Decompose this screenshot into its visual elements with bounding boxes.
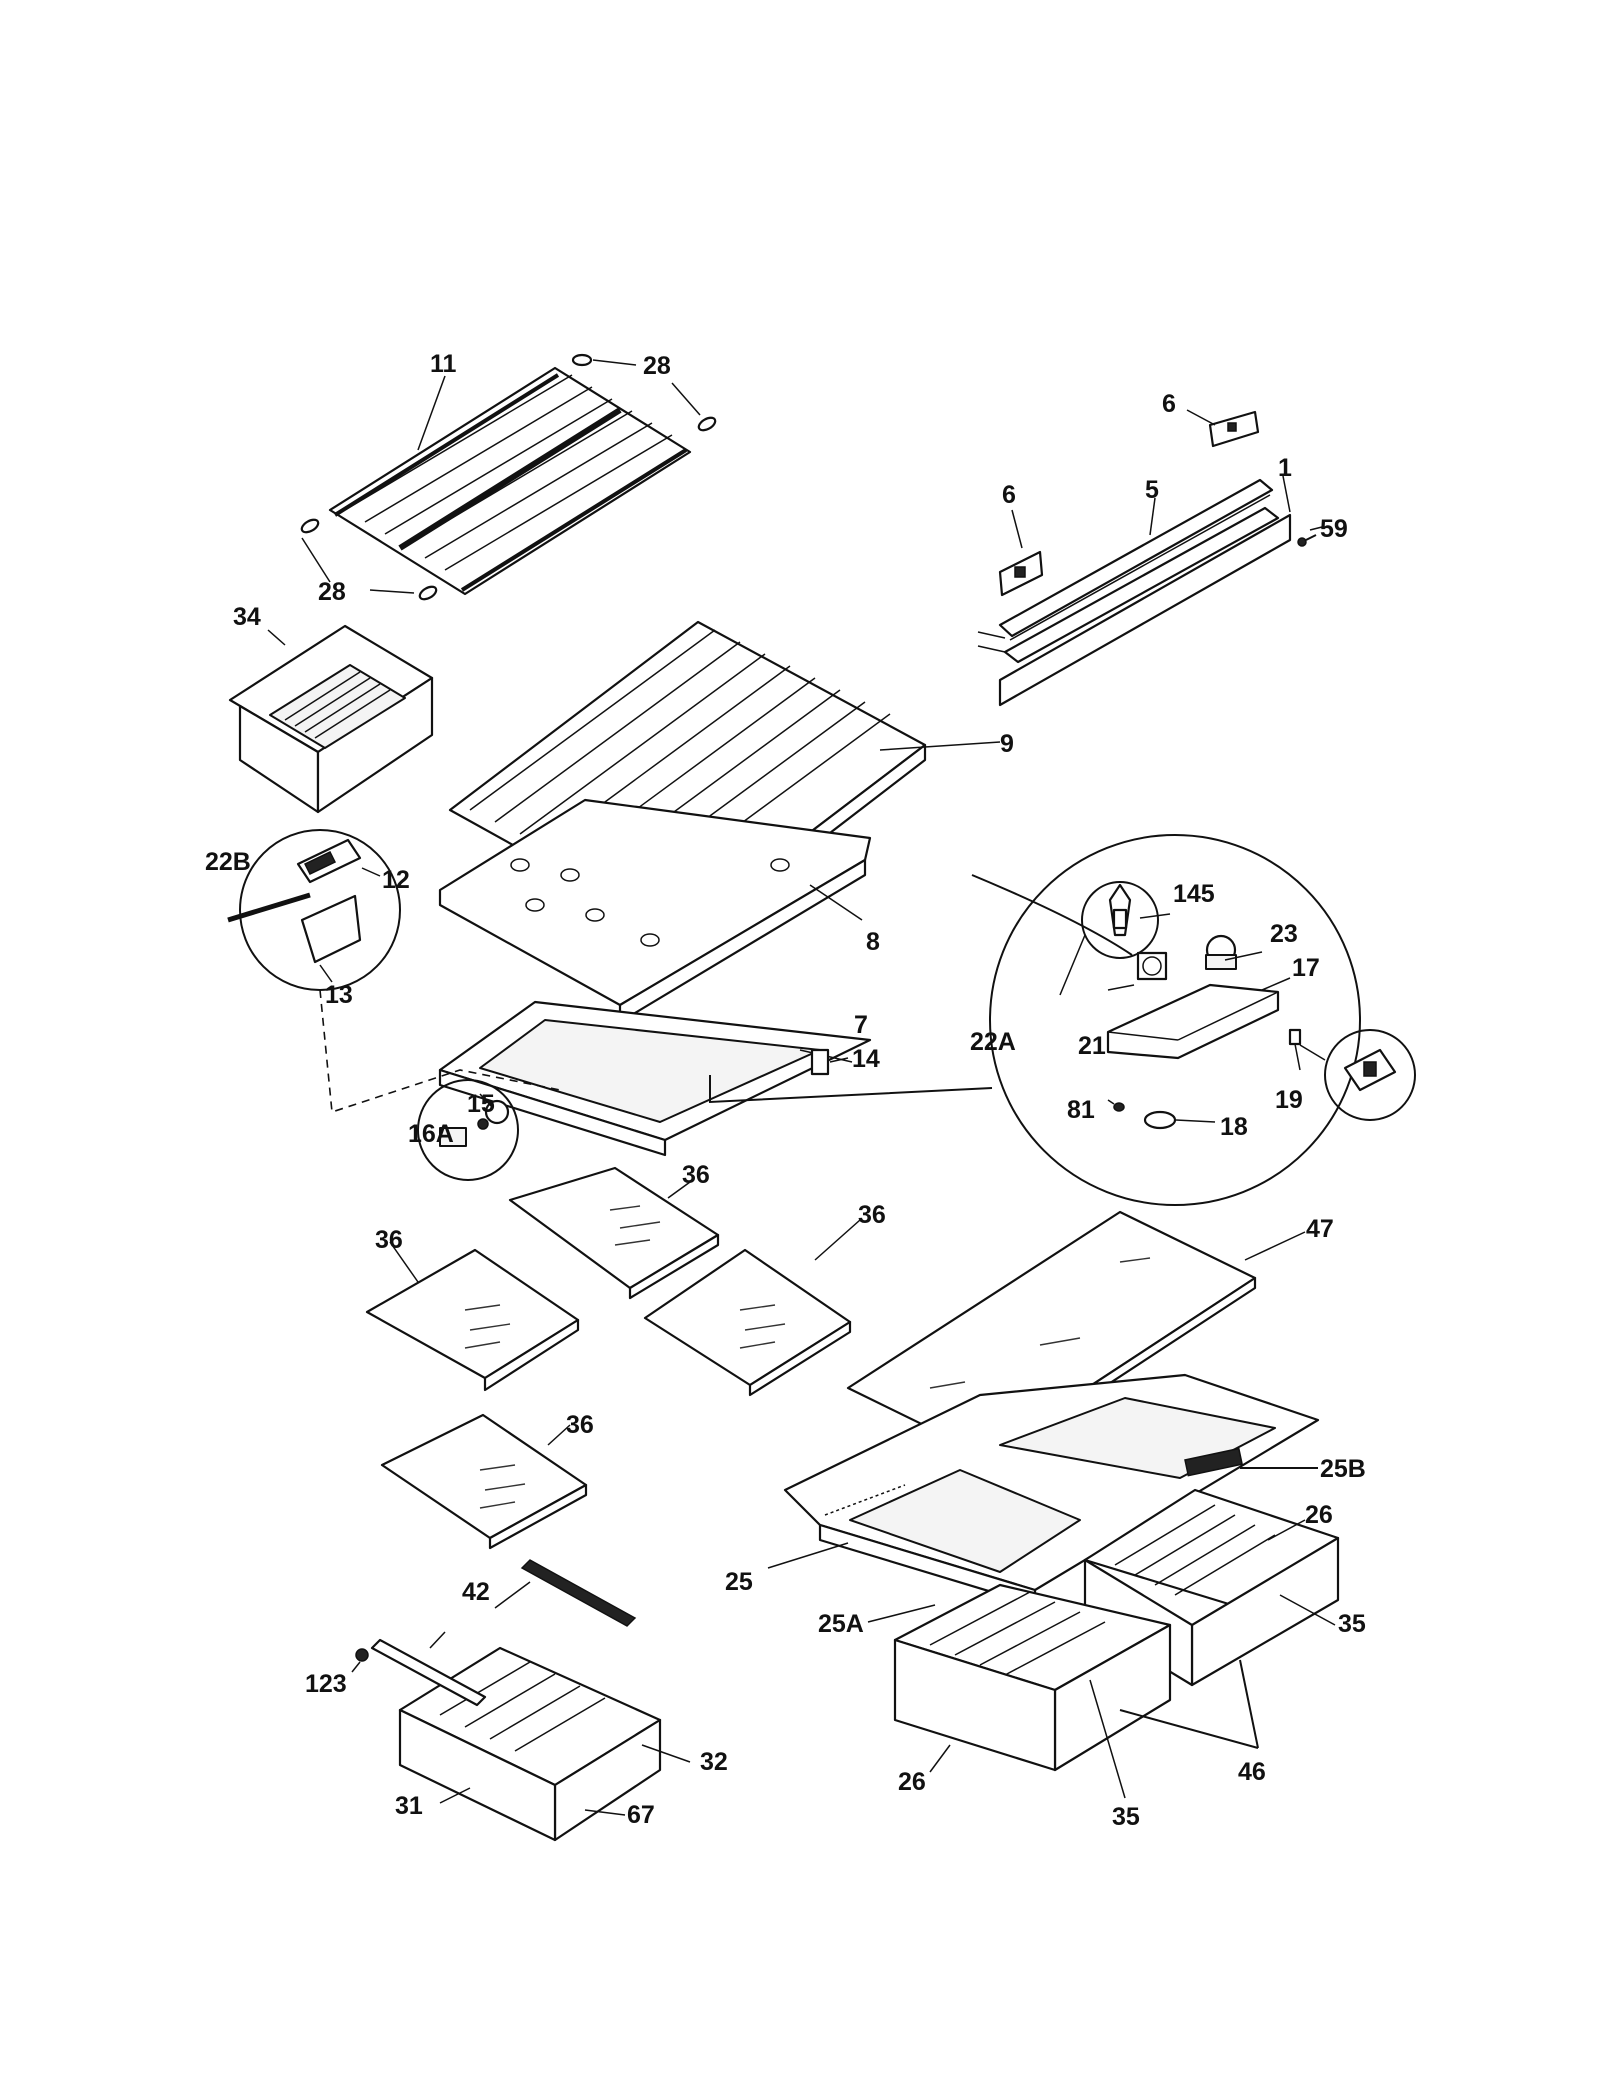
label-11: 11 [430, 350, 457, 378]
link-line-right [709, 1075, 993, 1104]
label-14: 14 [852, 1045, 880, 1073]
tray-8 [438, 798, 872, 1024]
label-22a: 22A [970, 1028, 1016, 1056]
lower-drawer-31 [398, 1646, 691, 1842]
screw-59 [1297, 534, 1317, 547]
label-25: 25 [725, 1568, 753, 1596]
label-6-left: 6 [1002, 481, 1016, 509]
detail-circle-light [417, 1079, 519, 1181]
crisper-frame-25 [767, 1373, 1320, 1623]
label-26-left: 26 [898, 1768, 926, 1796]
label-25a: 25A [818, 1610, 864, 1638]
label-36-left: 36 [375, 1226, 403, 1254]
label-59: 59 [1320, 515, 1348, 543]
part-14 [810, 1048, 849, 1076]
rail-42 [370, 1631, 487, 1707]
control-strip-5 [977, 478, 1292, 707]
label-23: 23 [1270, 920, 1298, 948]
label-26-right: 26 [1305, 1501, 1333, 1529]
label-7: 7 [854, 1011, 868, 1039]
label-35-right: 35 [1338, 1610, 1366, 1638]
label-22b: 22B [205, 848, 251, 876]
label-67: 67 [627, 1801, 655, 1829]
shelf-clips-28 [300, 353, 717, 601]
label-6-top: 6 [1162, 390, 1176, 418]
label-81: 81 [1067, 1096, 1095, 1124]
glass-shelf-36-right [643, 1219, 861, 1397]
bar-42 [494, 1559, 637, 1627]
label-35-left: 35 [1112, 1803, 1140, 1831]
label-17: 17 [1292, 954, 1320, 982]
label-8: 8 [866, 928, 880, 956]
detail-circle-right [971, 834, 1361, 1206]
label-18: 18 [1220, 1113, 1248, 1141]
label-34: 34 [233, 603, 261, 631]
bracket-6-top [1208, 410, 1260, 448]
part-labels: 11 28 28 34 9 22B 12 13 8 7 14 15 16A 6 … [205, 350, 1366, 1831]
label-1: 1 [1278, 454, 1292, 482]
label-16a: 16A [408, 1120, 454, 1148]
wire-shelf-11 [328, 366, 692, 596]
label-9: 9 [1000, 730, 1014, 758]
label-36-right: 36 [858, 1201, 886, 1229]
label-13: 13 [325, 981, 353, 1009]
bracket-6-left [998, 550, 1044, 597]
bin-34 [228, 624, 434, 814]
label-47: 47 [1306, 1215, 1334, 1243]
frame-7 [438, 1000, 872, 1157]
label-36-top: 36 [682, 1161, 710, 1189]
detail-circle-left [227, 829, 401, 991]
label-19: 19 [1275, 1086, 1303, 1114]
label-15: 15 [467, 1090, 495, 1118]
label-25b: 25B [1320, 1455, 1366, 1483]
label-21: 21 [1078, 1032, 1106, 1060]
dashed-link-left [319, 989, 561, 1114]
detail-circle-switch [1299, 1029, 1416, 1121]
glass-shelf-36-left [365, 1241, 580, 1392]
label-12: 12 [382, 866, 410, 894]
label-46: 46 [1238, 1758, 1266, 1786]
glass-shelf-36-top [508, 1166, 720, 1300]
crisper-drawer-left [893, 1583, 1259, 1799]
label-28-bottom: 28 [318, 578, 346, 606]
label-32: 32 [700, 1748, 728, 1776]
label-5: 5 [1145, 476, 1159, 504]
label-31: 31 [395, 1792, 423, 1820]
label-36-lower: 36 [566, 1411, 594, 1439]
leader-lines-top-right [1011, 409, 1323, 549]
label-123: 123 [305, 1670, 347, 1698]
label-145: 145 [1173, 880, 1215, 908]
label-42: 42 [462, 1578, 490, 1606]
screw-123 [351, 1648, 369, 1673]
label-28-top: 28 [643, 352, 671, 380]
leader-lines-top-left [267, 359, 701, 646]
glass-shelf-36-lower [380, 1413, 588, 1550]
